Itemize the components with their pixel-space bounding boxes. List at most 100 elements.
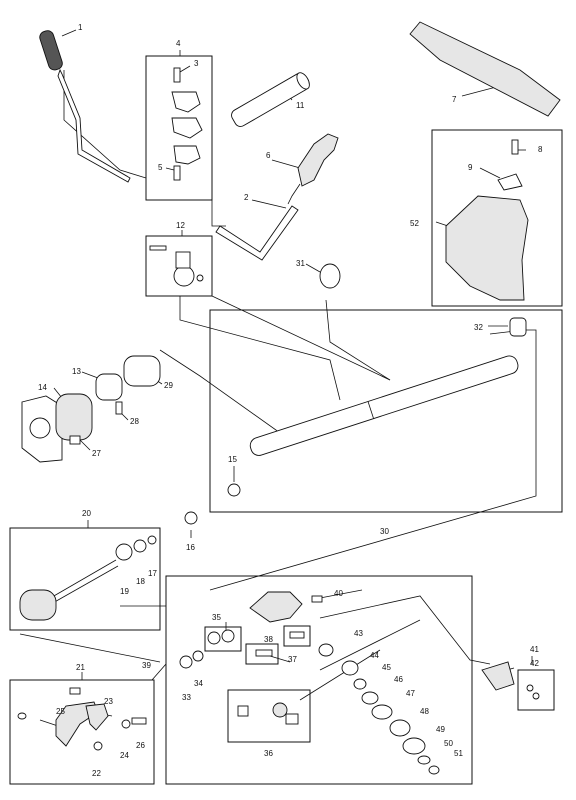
callout-17: 17: [148, 569, 157, 578]
callout-48: 48: [420, 707, 429, 716]
callout-15: 15: [228, 455, 237, 464]
shaft-part: [249, 355, 519, 456]
box-36: [227, 689, 311, 743]
callout-46: 46: [394, 675, 403, 684]
callout-27: 27: [92, 449, 101, 458]
callout-18: 18: [136, 577, 145, 586]
callout-22: 22: [92, 769, 101, 778]
housing-part: [21, 393, 93, 463]
ring-part: [227, 483, 241, 497]
gear-head-part: [249, 591, 323, 623]
callout-50: 50: [444, 739, 453, 748]
end-cap-part: [509, 317, 527, 337]
callout-16: 16: [186, 543, 195, 552]
callout-36: 36: [264, 749, 273, 758]
screw-part: [285, 713, 299, 725]
trigger-handle-part: [297, 133, 339, 187]
callout-7: 7: [452, 95, 457, 104]
callout-41: 41: [530, 645, 539, 654]
box-4: [145, 55, 213, 201]
callout-3: 3: [194, 59, 199, 68]
callout-12: 12: [176, 221, 185, 230]
callout-31: 31: [296, 259, 305, 268]
callout-33: 33: [182, 693, 191, 702]
callout-40: 40: [334, 589, 343, 598]
callout-25: 25: [56, 707, 65, 716]
handle-bar-part: [57, 68, 131, 183]
box-20: [9, 527, 161, 631]
callout-29: 29: [164, 381, 173, 390]
box-30: [209, 309, 563, 513]
box-42: [517, 669, 555, 711]
bolt-part: [255, 649, 273, 657]
callout-1: 1: [78, 23, 83, 32]
cap-part: [319, 263, 341, 289]
box-52: [431, 129, 563, 307]
callout-30: 30: [380, 527, 389, 536]
washer-stack-part: [318, 643, 440, 775]
callout-14: 14: [38, 383, 47, 392]
washer-part: [184, 511, 198, 525]
callout-labels: 1 2 3 4 5 6 7 8 9 11 12 13 14 15 16 17 1…: [38, 23, 543, 778]
bearing-part: [207, 631, 221, 645]
nut-part: [526, 684, 534, 692]
knob-part: [481, 661, 515, 691]
bearing-part: [221, 629, 235, 643]
box-35: [204, 626, 242, 652]
box-38: [283, 625, 311, 647]
bolt-part: [115, 401, 123, 415]
box-37: [245, 643, 279, 665]
clamp-12-part: [149, 245, 204, 287]
bolt-part: [69, 435, 81, 445]
callout-13: 13: [72, 367, 81, 376]
nut-part: [272, 702, 288, 718]
cable-part: [287, 183, 301, 205]
drive-shaft-part: [19, 535, 157, 621]
callout-19: 19: [120, 587, 129, 596]
callout-4: 4: [176, 39, 181, 48]
callout-8: 8: [538, 145, 543, 154]
callout-11: 11: [296, 101, 305, 110]
callout-20: 20: [82, 509, 91, 518]
callout-39: 39: [142, 661, 151, 670]
ring-part: [192, 650, 204, 662]
callout-34: 34: [194, 679, 203, 688]
callout-2: 2: [244, 193, 249, 202]
coupling-part: [123, 355, 161, 387]
coupling-part: [95, 373, 123, 401]
callout-42: 42: [530, 659, 539, 668]
callout-21: 21: [76, 663, 85, 672]
callout-28: 28: [130, 417, 139, 426]
box-12: [145, 235, 213, 297]
callout-9: 9: [468, 163, 473, 172]
box-21: [9, 679, 155, 785]
callout-6: 6: [266, 151, 271, 160]
screw-part: [511, 139, 519, 155]
callout-26: 26: [136, 741, 145, 750]
callout-47: 47: [406, 689, 415, 698]
guard-part: [445, 195, 529, 301]
bracket-set-part: [17, 687, 147, 751]
bolt-part: [173, 165, 181, 181]
grip-part: [39, 30, 63, 71]
callout-43: 43: [354, 629, 363, 638]
clamp-part: [171, 91, 203, 165]
bolt-part: [173, 67, 181, 83]
bolt-part: [289, 631, 305, 639]
callout-49: 49: [436, 725, 445, 734]
bent-bar-part: [215, 205, 299, 261]
callout-44: 44: [370, 651, 379, 660]
callout-35: 35: [212, 613, 221, 622]
box-39: [165, 575, 473, 785]
callout-5: 5: [158, 163, 163, 172]
cover-part: [409, 21, 561, 117]
callout-38: 38: [264, 635, 273, 644]
callout-24: 24: [120, 751, 129, 760]
callout-52: 52: [410, 219, 419, 228]
callout-51: 51: [454, 749, 463, 758]
sleeve-part: [231, 72, 310, 127]
bracket-part: [497, 173, 523, 191]
ring-part: [179, 655, 193, 669]
nut-part: [532, 692, 540, 700]
